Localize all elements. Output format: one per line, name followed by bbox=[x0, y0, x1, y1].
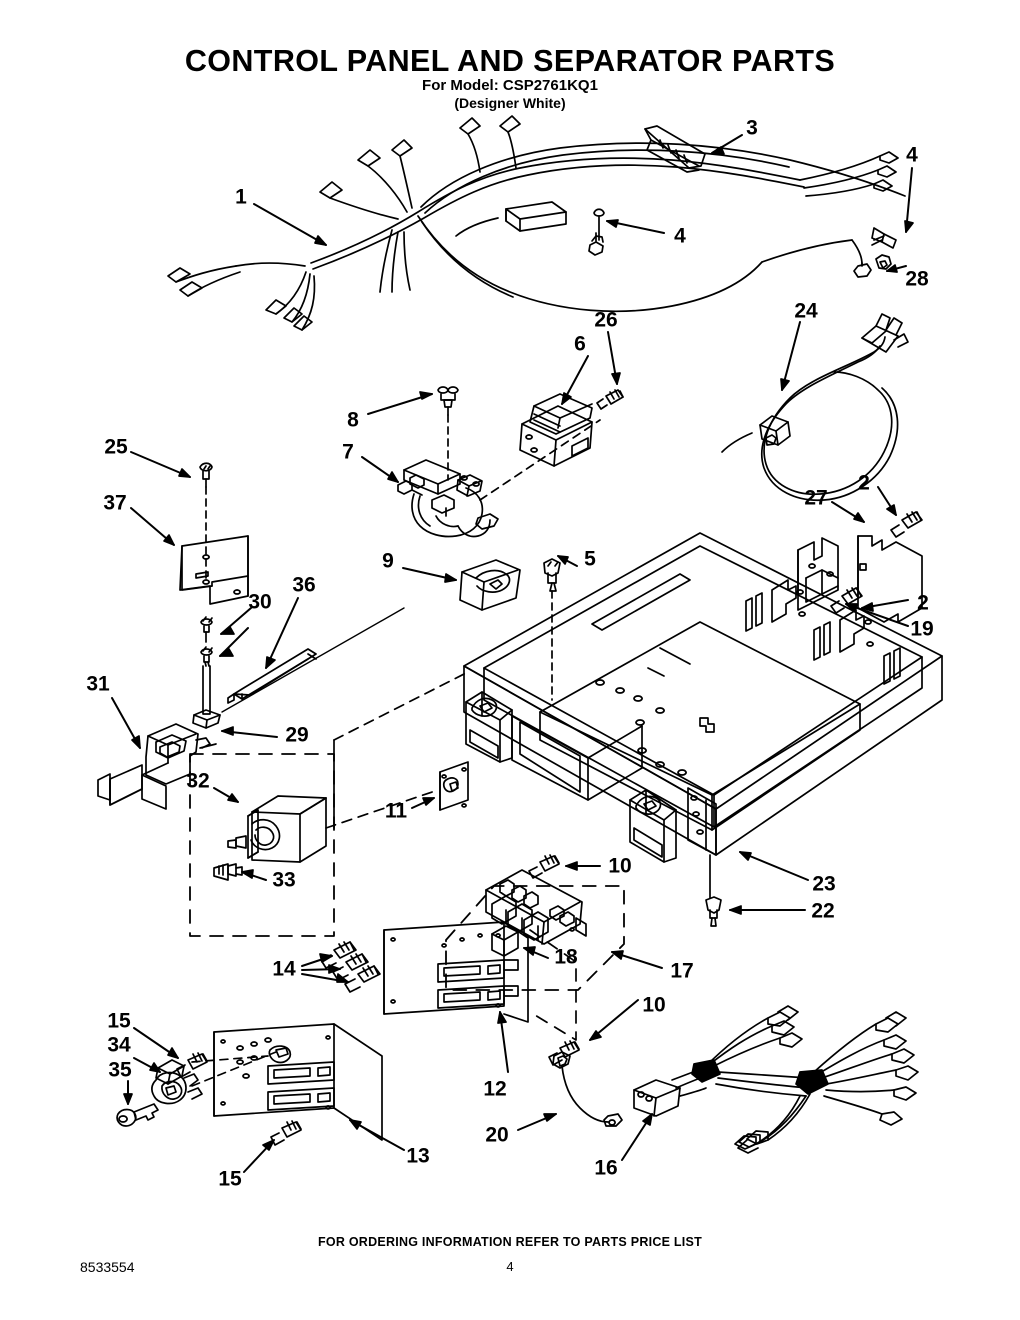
callout-ground-wire-20: 20 bbox=[485, 1123, 509, 1147]
part-switch-assembly bbox=[486, 870, 586, 944]
part-plate-11 bbox=[440, 762, 468, 810]
callout-screw-15: 15 bbox=[107, 1009, 131, 1033]
callout-plate-11: 11 bbox=[384, 799, 408, 823]
part-power-cord bbox=[722, 314, 908, 500]
part-ground-wire-20 bbox=[553, 1052, 622, 1126]
part-screw-26 bbox=[597, 390, 623, 409]
callout-screw-2: 2 bbox=[917, 591, 929, 615]
callout-clip-5: 5 bbox=[584, 547, 596, 571]
part-screw-25 bbox=[200, 463, 212, 487]
callout-shield-27: 27 bbox=[804, 486, 828, 510]
part-wire-tie bbox=[645, 126, 705, 172]
part-switch-bracket bbox=[520, 394, 592, 466]
callout-control-panel-13: 13 bbox=[406, 1144, 430, 1168]
part-grommet bbox=[460, 560, 520, 610]
part-screw-10-upper bbox=[529, 855, 559, 878]
part-screw-33 bbox=[214, 864, 242, 880]
callout-screw-2: 2 bbox=[858, 471, 870, 495]
callout-solenoid-assembly-32: 32 bbox=[186, 769, 210, 793]
callout-main-wire-harness-1: 1 bbox=[235, 185, 247, 209]
color-line: (Designer White) bbox=[454, 95, 566, 111]
callout-screw-33: 33 bbox=[272, 868, 296, 892]
part-switch-18 bbox=[492, 926, 518, 956]
callout-console-panel-12: 12 bbox=[483, 1077, 507, 1101]
page-number: 4 bbox=[506, 1259, 514, 1274]
part-rod-36 bbox=[228, 649, 316, 703]
part-screw-2-upper bbox=[891, 512, 922, 537]
part-main-wire-harness bbox=[168, 116, 913, 330]
part-lid-switch-assembly bbox=[398, 460, 498, 537]
callout-screw-10: 10 bbox=[608, 854, 632, 878]
part-screw-30-upper bbox=[201, 617, 212, 642]
part-knob-34 bbox=[152, 1060, 202, 1103]
part-screw-10-lower bbox=[549, 1041, 579, 1065]
part-screw-15-upper bbox=[177, 1053, 207, 1077]
document-number: 8533554 bbox=[80, 1259, 135, 1275]
part-bushing-29 bbox=[193, 710, 220, 728]
callout-grommet-9: 9 bbox=[382, 549, 394, 573]
callout-knob-34: 34 bbox=[107, 1033, 131, 1057]
callout-clip-4: 4 bbox=[906, 143, 918, 167]
part-clip-left bbox=[589, 209, 604, 255]
callout-lid-switch-assembly-7: 7 bbox=[342, 440, 354, 464]
callout-clip-4: 4 bbox=[674, 224, 686, 248]
footer-note: FOR ORDERING INFORMATION REFER TO PARTS … bbox=[317, 1235, 703, 1249]
callout-vent-outlet-31: 31 bbox=[86, 672, 110, 696]
callout-switch-assembly-17: 17 bbox=[670, 959, 694, 983]
callout-switch-bracket-6: 6 bbox=[574, 332, 586, 356]
part-screw-30-lower bbox=[201, 647, 212, 666]
callout-separator-cabinet-23: 23 bbox=[812, 872, 836, 896]
callout-strain-relief-28: 28 bbox=[905, 267, 929, 291]
callout-screw-25: 25 bbox=[104, 435, 128, 459]
part-vent-outlet-31 bbox=[98, 724, 216, 809]
callout-bracket-37: 37 bbox=[103, 491, 127, 515]
part-clip-5 bbox=[544, 559, 560, 591]
part-solenoid-assembly bbox=[228, 796, 326, 862]
callout-wire-harness-16: 16 bbox=[594, 1156, 618, 1180]
callout-bracket-19: 19 bbox=[910, 617, 934, 641]
model-line: For Model: CSP2761KQ1 bbox=[422, 77, 598, 94]
callout-power-cord-24: 24 bbox=[794, 299, 818, 323]
callout-screw-15: 15 bbox=[218, 1167, 242, 1191]
part-bracket-19 bbox=[798, 538, 838, 610]
callout-screw-10: 10 bbox=[642, 993, 666, 1017]
callout-wire-tie-3: 3 bbox=[746, 116, 758, 140]
part-wire-harness-16 bbox=[634, 1006, 918, 1153]
callout-screw-8: 8 bbox=[347, 408, 359, 432]
callout-screw-14: 14 bbox=[272, 957, 296, 981]
callout-switch-18: 18 bbox=[554, 945, 578, 969]
part-clip-22 bbox=[706, 897, 721, 926]
part-bracket-37 bbox=[180, 536, 248, 604]
part-screw-2-lower bbox=[831, 588, 862, 613]
callout-key-35: 35 bbox=[108, 1058, 132, 1082]
part-screw-15-lower bbox=[271, 1121, 301, 1145]
part-separator-cabinet bbox=[464, 533, 942, 862]
part-screw-14-c bbox=[345, 966, 380, 992]
callout-clip-22: 22 bbox=[811, 899, 835, 923]
callout-screw-26: 26 bbox=[594, 308, 618, 332]
part-strain-relief bbox=[762, 228, 896, 277]
page-title: CONTROL PANEL AND SEPARATOR PARTS bbox=[184, 44, 836, 78]
part-shield-27 bbox=[858, 536, 922, 622]
callout-rod-36: 36 bbox=[292, 573, 316, 597]
part-key-35 bbox=[117, 1104, 158, 1126]
callout-screw-30: 30 bbox=[248, 590, 272, 614]
callout-bushing-29: 29 bbox=[285, 723, 309, 747]
part-console-panel-12 bbox=[384, 922, 518, 1014]
part-screw-8 bbox=[438, 387, 458, 415]
